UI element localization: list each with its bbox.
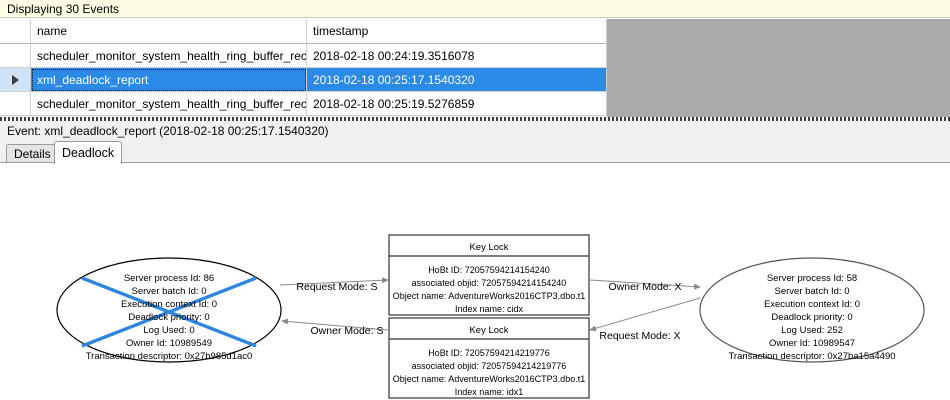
column-header-timestamp[interactable]: timestamp [307, 19, 607, 44]
process-node-left[interactable]: Server process Id: 86 Server batch Id: 0… [56, 257, 282, 363]
edge-label-owner-mode-s: Owner Mode: S [311, 325, 384, 337]
cell-timestamp[interactable]: 2018-02-18 00:25:17.1540320 [307, 68, 607, 92]
edge-right-request-bottom [589, 297, 701, 332]
current-row-arrow-icon [11, 74, 19, 85]
right-process-line-1: Server batch Id: 0 [775, 286, 850, 297]
splitter-handle[interactable] [0, 117, 950, 121]
left-process-line-6: Transaction descriptor: 0x27b985d1ac0 [86, 351, 253, 362]
detail-tabstrip: Details Deadlock [0, 141, 950, 164]
right-process-line-0: Server process Id: 58 [767, 273, 857, 284]
events-grid-body: name timestamp scheduler_monitor_system_… [0, 19, 607, 117]
top-lock-line-3: Index name: cidx [455, 304, 524, 314]
bottom-lock-line-3: Index name: idx1 [455, 387, 524, 397]
resource-node-bottom-key-lock[interactable]: Key Lock HoBt ID: 72057594214219776 asso… [388, 317, 590, 399]
left-process-line-0: Server process Id: 86 [124, 273, 214, 284]
right-process-line-3: Deadlock priority: 0 [771, 312, 852, 323]
cell-name[interactable]: scheduler_monitor_system_health_ring_buf… [31, 92, 307, 116]
edge-label-owner-mode-x: Owner Mode: X [609, 281, 682, 293]
row-selector-cell[interactable] [0, 44, 31, 68]
column-header-selector [0, 19, 31, 44]
bottom-lock-line-2: Object name: AdventureWorks2016CTP3.dbo.… [393, 374, 585, 384]
right-process-line-2: Execution context Id: 0 [764, 299, 860, 310]
edge-bottom-owner-left [281, 318, 389, 331]
right-process-line-6: Transaction descriptor: 0x27ba15a4490 [728, 351, 895, 362]
column-header-name[interactable]: name [31, 19, 307, 44]
right-process-line-5: Owner Id: 10989547 [769, 338, 855, 349]
tab-deadlock[interactable]: Deadlock [54, 141, 123, 164]
events-count-label: Displaying 30 Events [7, 2, 120, 16]
deadlock-graph-svg: Server process Id: 86 Server batch Id: 0… [56, 234, 925, 399]
bottom-lock-title: Key Lock [469, 325, 508, 336]
edge-left-request-top [279, 277, 389, 286]
cell-timestamp[interactable]: 2018-02-18 00:24:19.3516078 [307, 44, 607, 68]
resource-node-top-key-lock[interactable]: Key Lock HoBt ID: 72057594214154240 asso… [388, 234, 590, 316]
deadlock-graph-canvas[interactable]: Server process Id: 86 Server batch Id: 0… [0, 162, 950, 400]
table-row-selected[interactable]: xml_deadlock_report 2018-02-18 00:25:17.… [0, 68, 607, 92]
bottom-lock-line-0: HoBt ID: 72057594214219776 [428, 348, 550, 358]
table-row[interactable]: scheduler_monitor_system_health_ring_buf… [0, 92, 607, 116]
top-lock-line-0: HoBt ID: 72057594214154240 [428, 265, 550, 275]
process-node-right[interactable]: Server process Id: 58 Server batch Id: 0… [699, 257, 925, 363]
top-lock-title: Key Lock [469, 242, 508, 253]
event-title-label: Event: xml_deadlock_report (2018-02-18 0… [7, 124, 329, 138]
top-lock-line-2: Object name: AdventureWorks2016CTP3.dbo.… [393, 291, 585, 301]
table-row[interactable]: scheduler_monitor_system_health_ring_buf… [0, 44, 607, 68]
edge-label-request-mode-s: Request Mode: S [296, 281, 377, 293]
events-grid[interactable]: name timestamp scheduler_monitor_system_… [0, 19, 950, 117]
bottom-lock-line-1: associated objid: 72057594214219776 [412, 361, 567, 371]
left-process-line-2: Execution context Id: 0 [121, 299, 217, 310]
row-selector-cell[interactable] [0, 92, 31, 116]
edge-top-owner-right [589, 279, 701, 290]
cell-name[interactable]: xml_deadlock_report [31, 68, 307, 92]
row-selector-cell[interactable] [0, 68, 31, 92]
events-status-bar: Displaying 30 Events [0, 0, 950, 18]
event-detail-header: Event: xml_deadlock_report (2018-02-18 0… [0, 121, 950, 141]
deadlock-victim-cross-icon [81, 276, 257, 348]
events-grid-header-row: name timestamp [0, 19, 607, 44]
tab-details[interactable]: Details [6, 144, 59, 163]
edge-label-request-mode-x: Request Mode: X [599, 330, 680, 342]
top-lock-line-1: associated objid: 72057594214154240 [412, 278, 567, 288]
left-process-line-3: Deadlock priority: 0 [128, 312, 209, 323]
left-process-line-1: Server batch Id: 0 [132, 286, 207, 297]
cell-timestamp[interactable]: 2018-02-18 00:25:19.5276859 [307, 92, 607, 116]
left-process-line-5: Owner Id: 10989549 [126, 338, 212, 349]
right-process-line-4: Log Used: 252 [781, 325, 843, 336]
left-process-line-4: Log Used: 0 [143, 325, 194, 336]
cell-name[interactable]: scheduler_monitor_system_health_ring_buf… [31, 44, 307, 68]
